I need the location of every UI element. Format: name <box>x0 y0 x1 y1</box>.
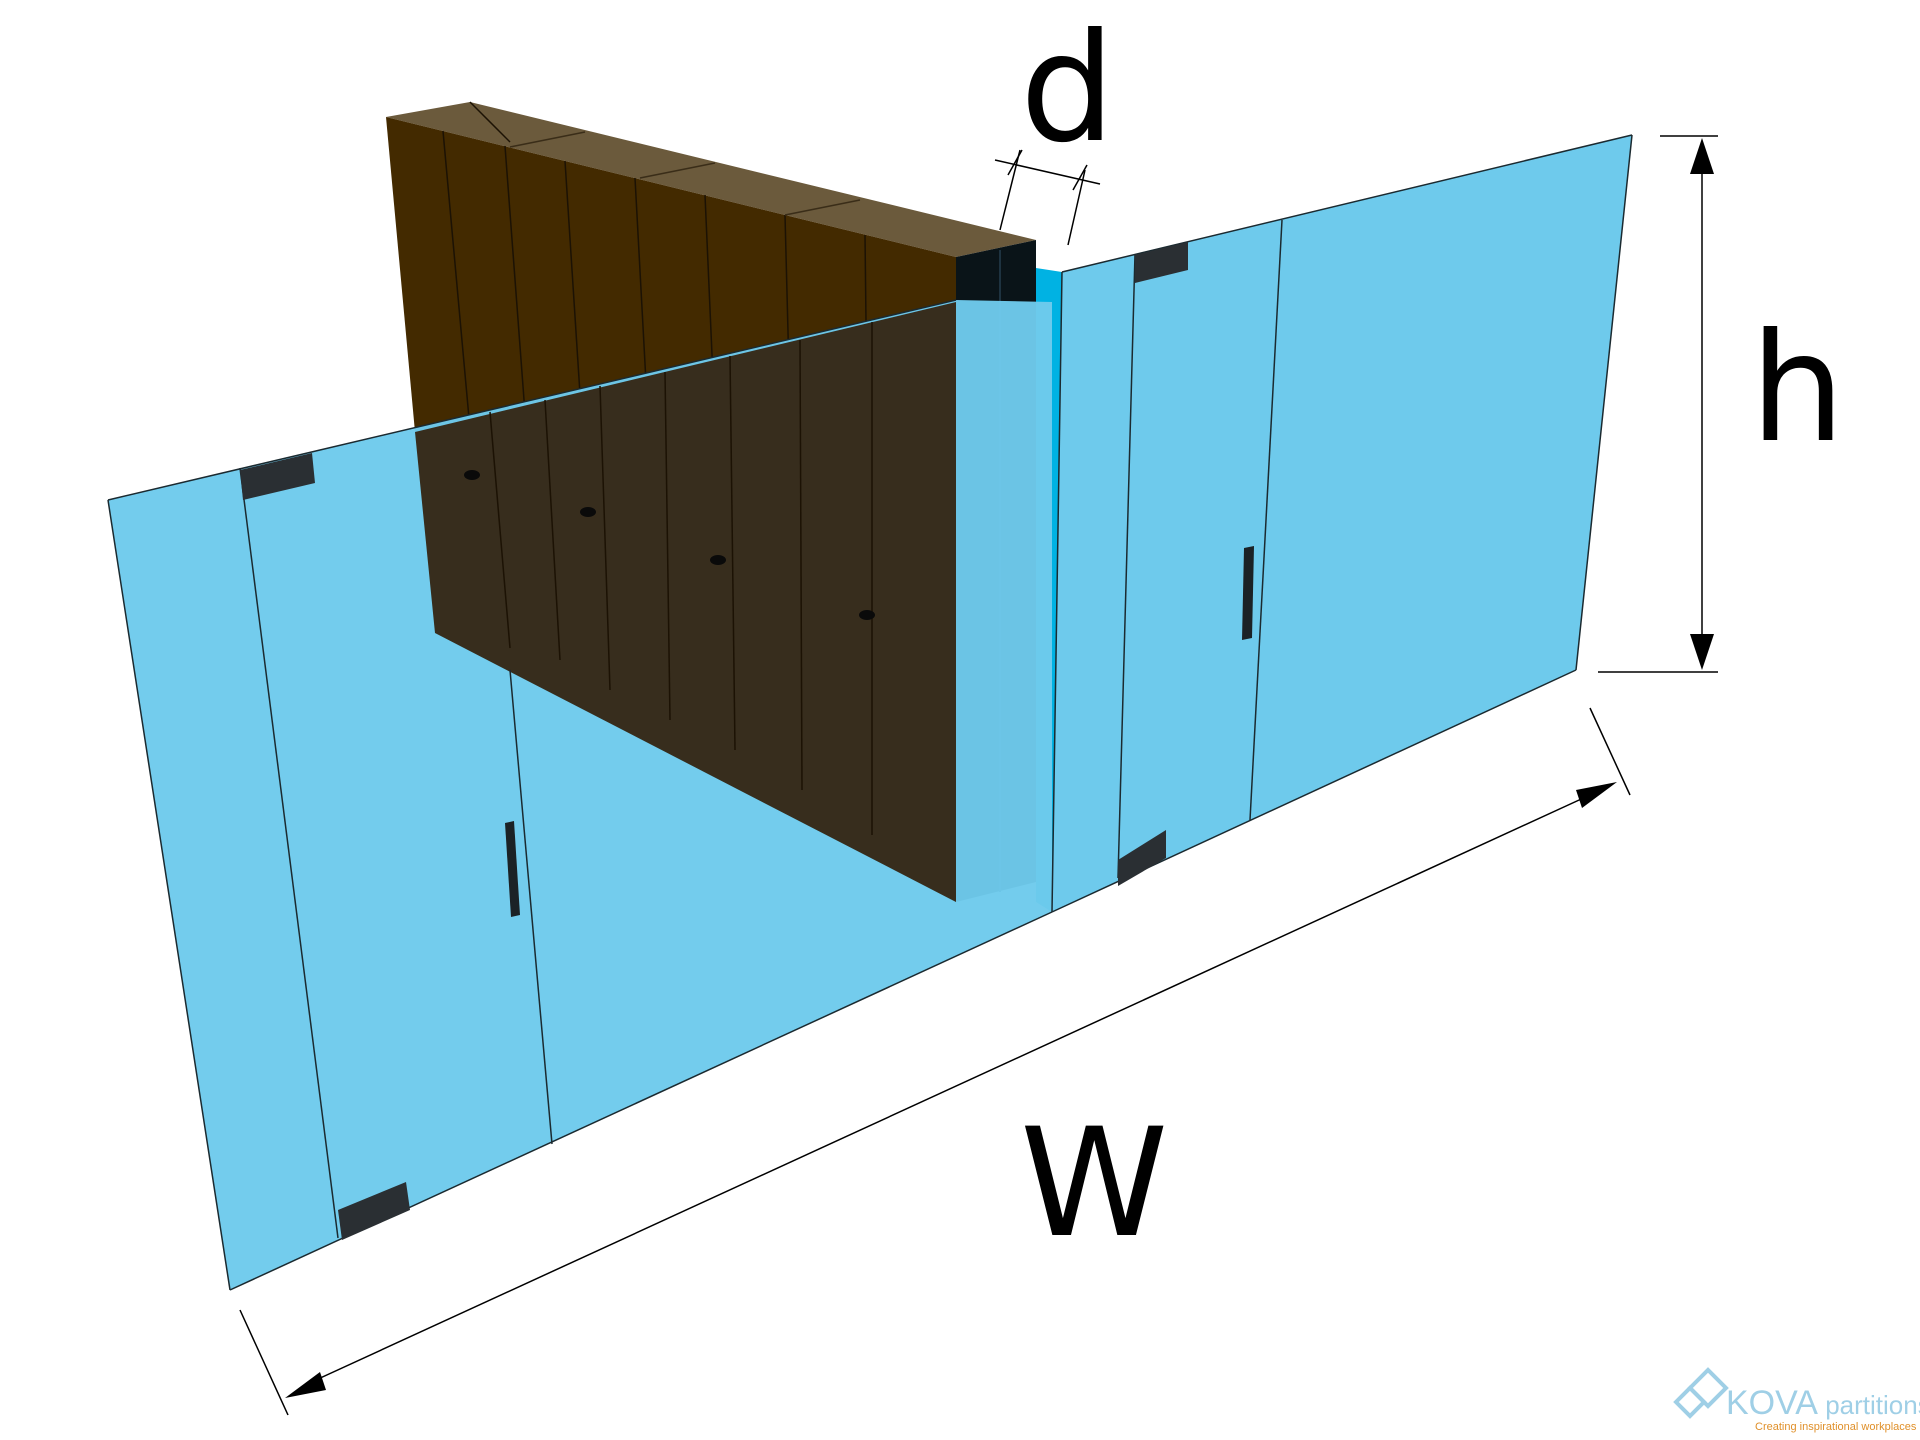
wood-top-seams <box>509 131 861 216</box>
brand-tagline: Creating inspirational workplaces <box>1755 1421 1917 1433</box>
kova-diamond-icon <box>1673 1367 1729 1419</box>
width-dimension <box>239 707 1631 1416</box>
brand-logo: KOVA partitions Creating inspirational w… <box>1673 1367 1920 1433</box>
height-label: h <box>1750 302 1845 476</box>
front-door-handle <box>505 821 520 917</box>
width-arrow-right <box>1576 782 1617 808</box>
width-label: W <box>1020 1097 1168 1271</box>
depth-label: d <box>1020 2 1115 176</box>
brand-name-part2: partitions <box>1818 1390 1920 1420</box>
back-door-handle <box>1242 546 1254 640</box>
wood-wall-front <box>386 117 956 432</box>
front-hinge-bottom <box>338 1182 410 1240</box>
depth-dimension <box>994 149 1101 246</box>
back-hinge-bottom <box>1118 830 1166 886</box>
height-dimension <box>1598 135 1718 673</box>
front-hinge-top <box>240 453 315 500</box>
width-arrow-left <box>285 1372 326 1398</box>
height-arrow-bottom <box>1690 634 1714 670</box>
brand-name: KOVA partitions <box>1726 1384 1920 1422</box>
height-arrow-top <box>1690 138 1714 174</box>
wood-through-glass <box>415 302 956 902</box>
back-glass-joints <box>1051 134 1633 913</box>
back-hinge-top <box>1135 242 1188 283</box>
wood-wall-top <box>386 102 1036 257</box>
back-glass-panel <box>1052 135 1632 912</box>
brand-name-part1: KOVA <box>1726 1384 1818 1422</box>
